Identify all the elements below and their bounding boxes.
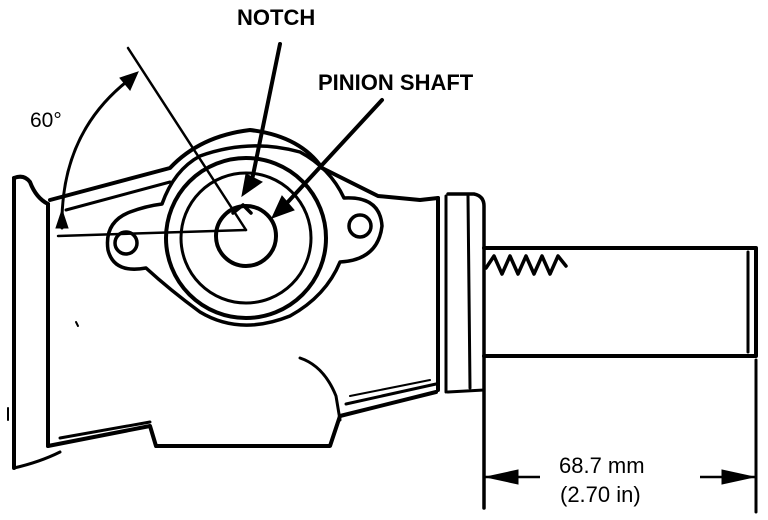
gearbox-housing [46,128,440,448]
bolt-hole-left [113,230,139,256]
notch-mark [231,203,253,215]
angle-arrowhead-lower [55,208,69,229]
rack-teeth [484,254,568,276]
notch-leader-arrowhead [241,173,263,198]
pinion-shaft-leader-line [284,98,384,206]
bolt-holes [113,213,373,256]
pinion-shaft-end [214,204,278,268]
pinion-shaft-leader-arrowhead [271,195,295,219]
angle-label: 60° [30,109,62,132]
angle-arrowhead-upper [119,71,139,91]
pinion-housing-inner [179,171,313,305]
angle-arc [60,74,136,230]
dimension-in-label: (2.70 in) [560,482,641,507]
dimension-arrowhead-right [721,469,755,485]
horizontal-reference-line [56,228,248,238]
pinion-housing-outer [164,156,328,320]
bolt-hole-right [347,213,373,239]
dimension-label-background [540,450,700,508]
angle-indicator [55,46,248,238]
leader-arrows [241,42,384,219]
angled-reference-line [126,46,248,232]
dimension-mm-label: 68.7 mm [559,453,645,478]
dimension-arrowhead-left [485,469,519,485]
notch-label: NOTCH [237,5,315,30]
notch-leader-line [250,42,282,182]
left-flange [7,174,62,470]
rack-tube [436,192,758,510]
pinion-shaft-label: PINION SHAFT [318,70,474,95]
pinion-housing [164,156,328,320]
